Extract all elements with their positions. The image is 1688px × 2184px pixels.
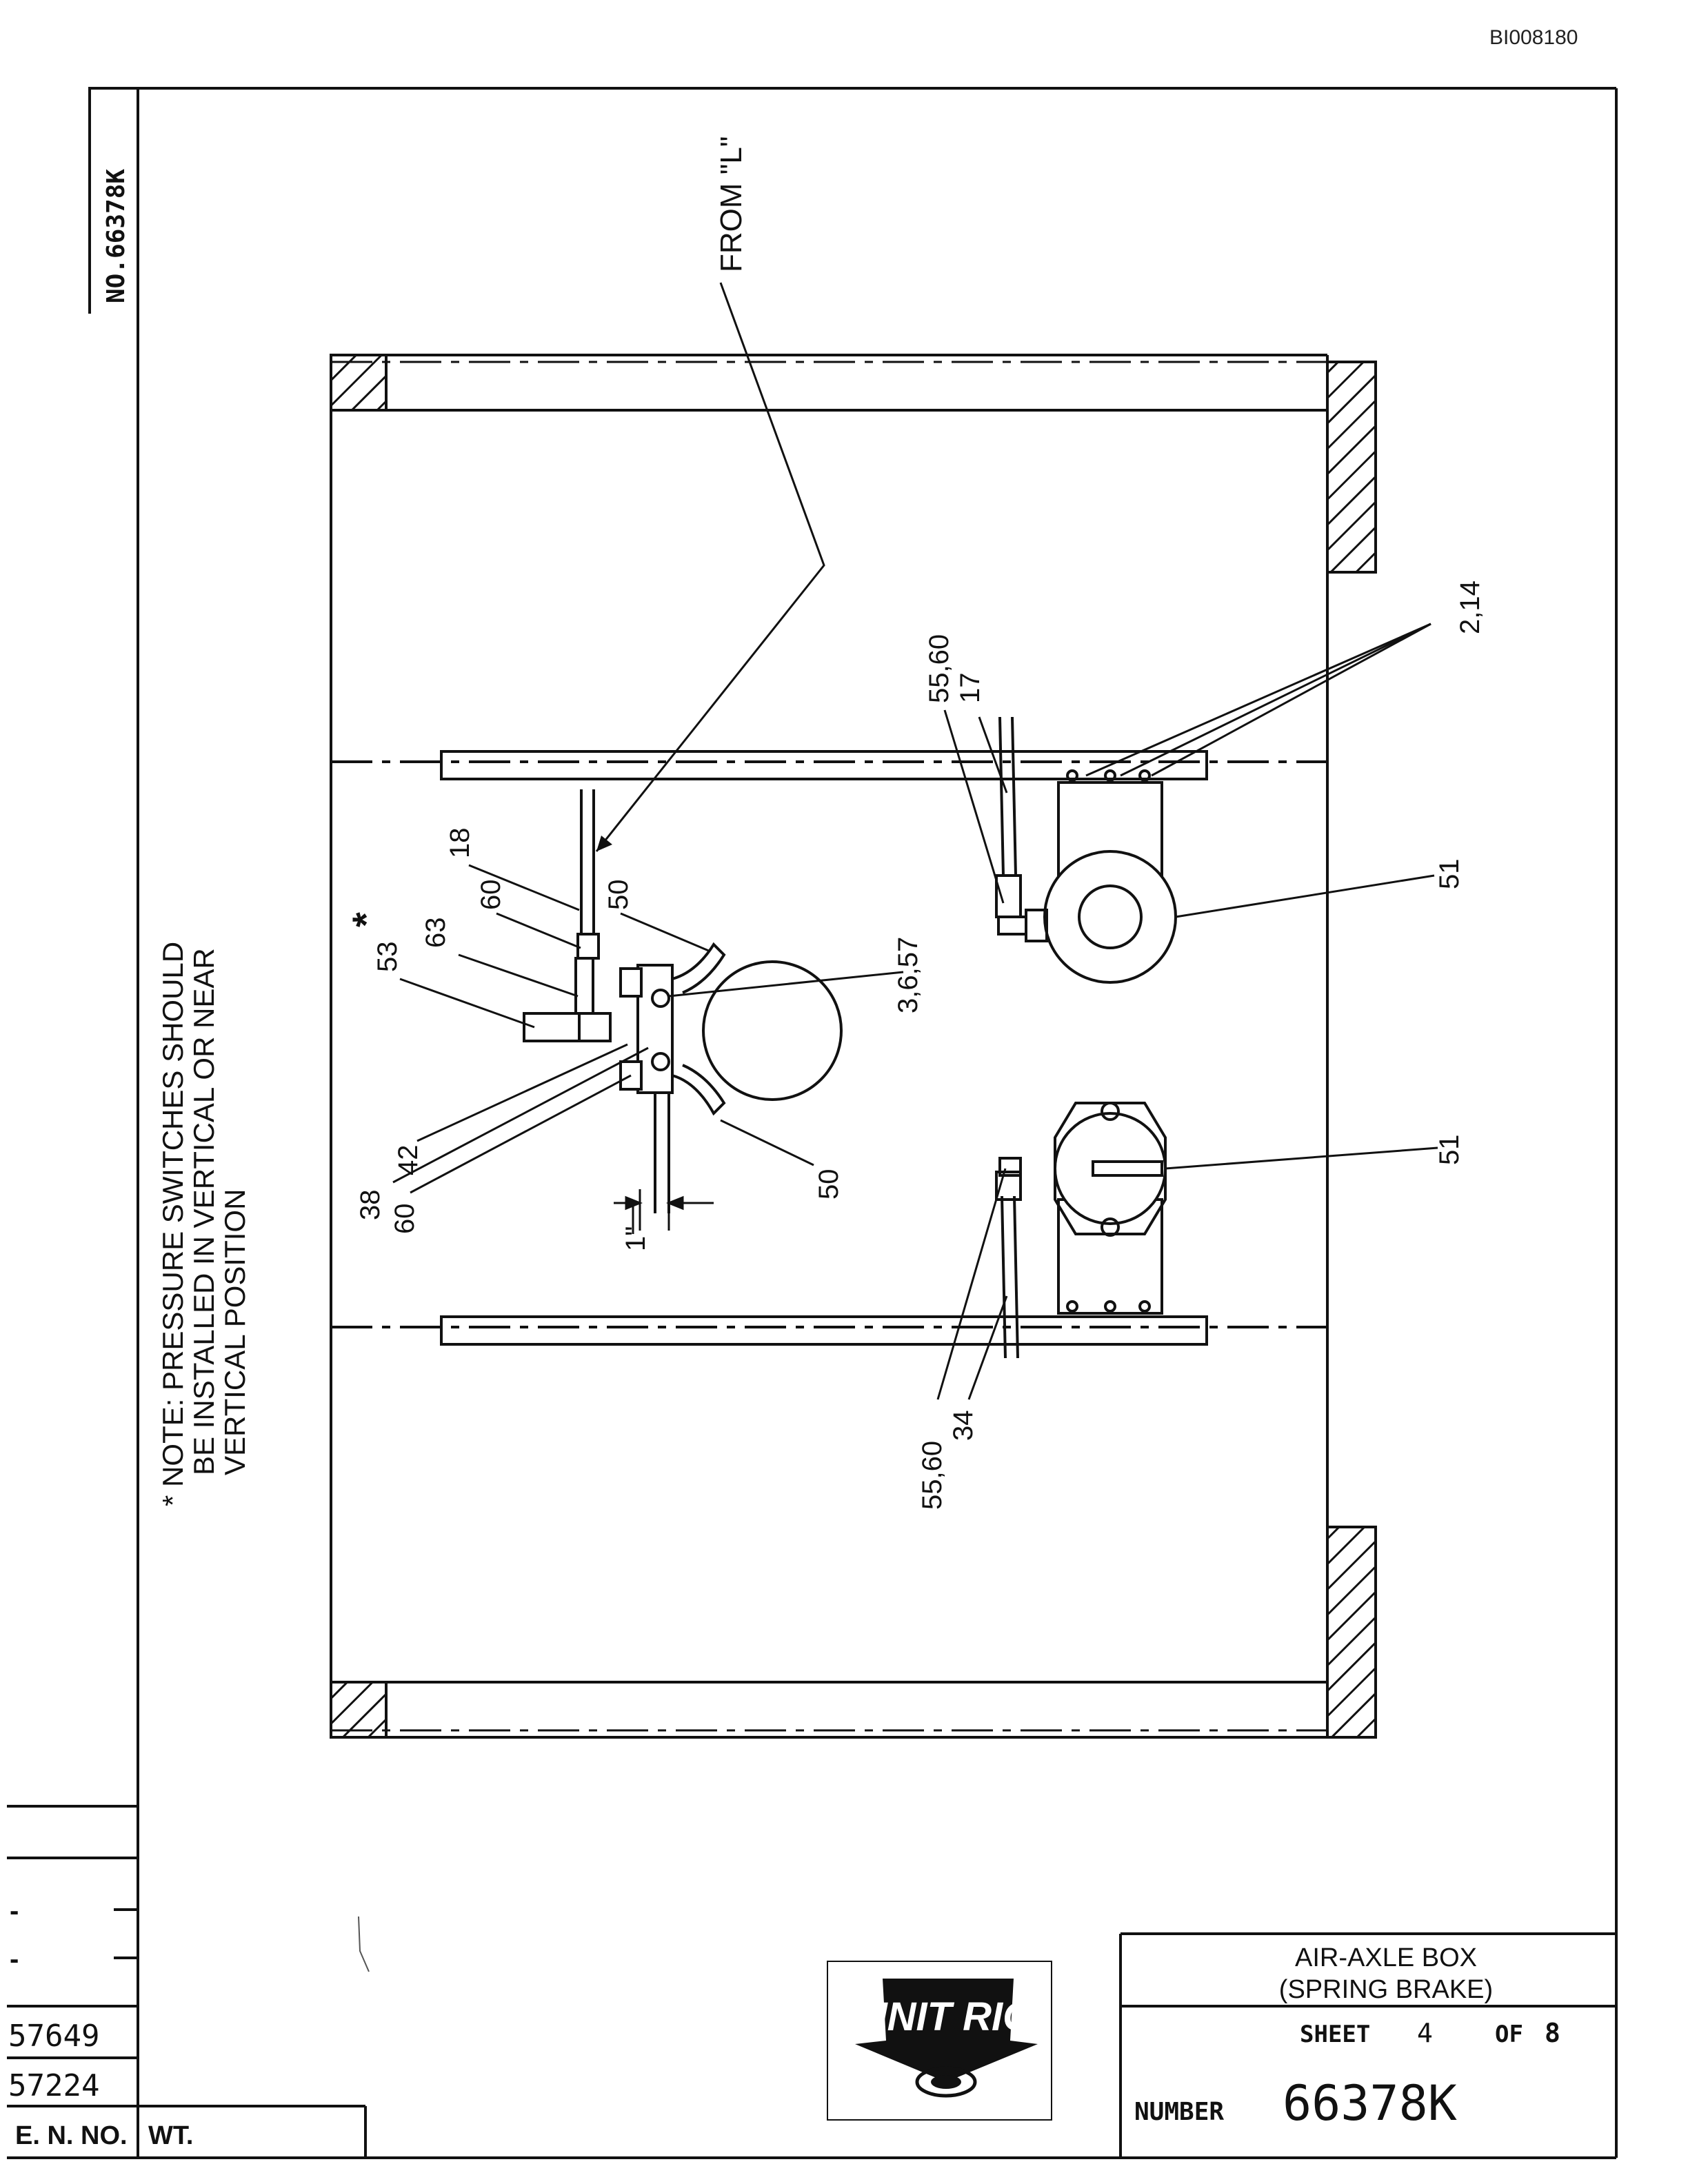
of-label: OF bbox=[1495, 2021, 1523, 2048]
callout-42: 42 bbox=[393, 1145, 423, 1176]
brake-chamber-lower bbox=[1054, 1102, 1167, 1315]
callout-55-60-lower: 55,60 bbox=[917, 1441, 947, 1510]
hose-34 bbox=[995, 1157, 1022, 1359]
cross-member-upper bbox=[331, 750, 1327, 780]
leader-lines bbox=[392, 282, 1438, 1400]
axle-box-frame bbox=[330, 354, 1329, 1739]
callout-55-60-upper: 55,60 bbox=[924, 634, 954, 703]
revision-row-57649: 57649 bbox=[8, 2019, 99, 2054]
callout-1-inch: 1" bbox=[621, 1226, 651, 1251]
callout-50-upper: 50 bbox=[603, 880, 634, 911]
callout-17: 17 bbox=[955, 673, 985, 704]
callout-51-lower: 51 bbox=[1434, 1135, 1465, 1166]
callout-38: 38 bbox=[355, 1190, 385, 1221]
title-line-2: (SPRING BRAKE) bbox=[1279, 1975, 1493, 2004]
callout-60-lower: 60 bbox=[390, 1204, 420, 1235]
revision-row-1: - bbox=[10, 1896, 19, 1926]
note-line-2: BE INSTALLED IN VERTICAL OR NEAR bbox=[188, 948, 220, 1475]
en-no-label: E. N. NO. bbox=[15, 2121, 128, 2150]
cross-member-lower bbox=[331, 1315, 1327, 1346]
dimension-1in bbox=[614, 1189, 714, 1234]
drawing-number: 66378K bbox=[1283, 2075, 1457, 2132]
callout-34: 34 bbox=[948, 1410, 978, 1442]
sheet-label: SHEET bbox=[1300, 2021, 1370, 2048]
sheet-total: 8 bbox=[1545, 2018, 1560, 2048]
title-block bbox=[1119, 1932, 1616, 2158]
revision-row-57224: 57224 bbox=[8, 2068, 99, 2103]
pressure-switch-note: * NOTE: PRESSURE SWITCHES SHOULD BE INST… bbox=[157, 942, 251, 1506]
drawing-number-box: NO.66378K bbox=[88, 87, 138, 314]
scan-mark bbox=[358, 1916, 370, 1972]
note-line-3: VERTICAL POSITION bbox=[219, 1189, 251, 1475]
callout-53-star: * bbox=[344, 912, 388, 927]
document-id: BI008180 bbox=[1489, 26, 1578, 49]
callout-3-6-57: 3,6,57 bbox=[893, 937, 923, 1013]
title-line-1: AIR-AXLE BOX bbox=[1295, 1943, 1477, 1972]
drawing-number-vertical: NO.66378K bbox=[102, 169, 130, 303]
callout-2-14: 2,14 bbox=[1455, 580, 1485, 634]
logo: UNIT RIG bbox=[827, 1961, 1052, 2121]
sheet-number: 4 bbox=[1417, 2018, 1433, 2048]
revision-block bbox=[7, 1805, 367, 2158]
hatched-corners bbox=[330, 354, 1377, 1739]
callout-18: 18 bbox=[445, 828, 475, 859]
from-l-arrowhead bbox=[596, 836, 612, 851]
callout-63: 63 bbox=[421, 918, 451, 949]
revision-row-2: - bbox=[10, 1944, 19, 1974]
callout-53: 53 bbox=[372, 942, 403, 973]
note-line-1: * NOTE: PRESSURE SWITCHES SHOULD bbox=[157, 942, 189, 1506]
callout-60-upper: 60 bbox=[476, 880, 506, 911]
hose-17 bbox=[995, 716, 1048, 942]
drawing-frame bbox=[7, 87, 1618, 2159]
air-tank bbox=[702, 960, 843, 1101]
callout-51-upper: 51 bbox=[1434, 859, 1465, 890]
dashed-edges bbox=[331, 361, 1327, 1732]
callout-50-lower: 50 bbox=[814, 1169, 844, 1200]
from-l-label: FROM "L" bbox=[714, 136, 748, 272]
wt-label: WT. bbox=[148, 2121, 193, 2150]
logo-text: UNIT RIG bbox=[858, 1994, 1034, 2039]
brake-chamber-upper bbox=[1043, 769, 1177, 984]
number-label: NUMBER bbox=[1134, 2098, 1224, 2126]
valve-assembly bbox=[523, 789, 726, 1213]
